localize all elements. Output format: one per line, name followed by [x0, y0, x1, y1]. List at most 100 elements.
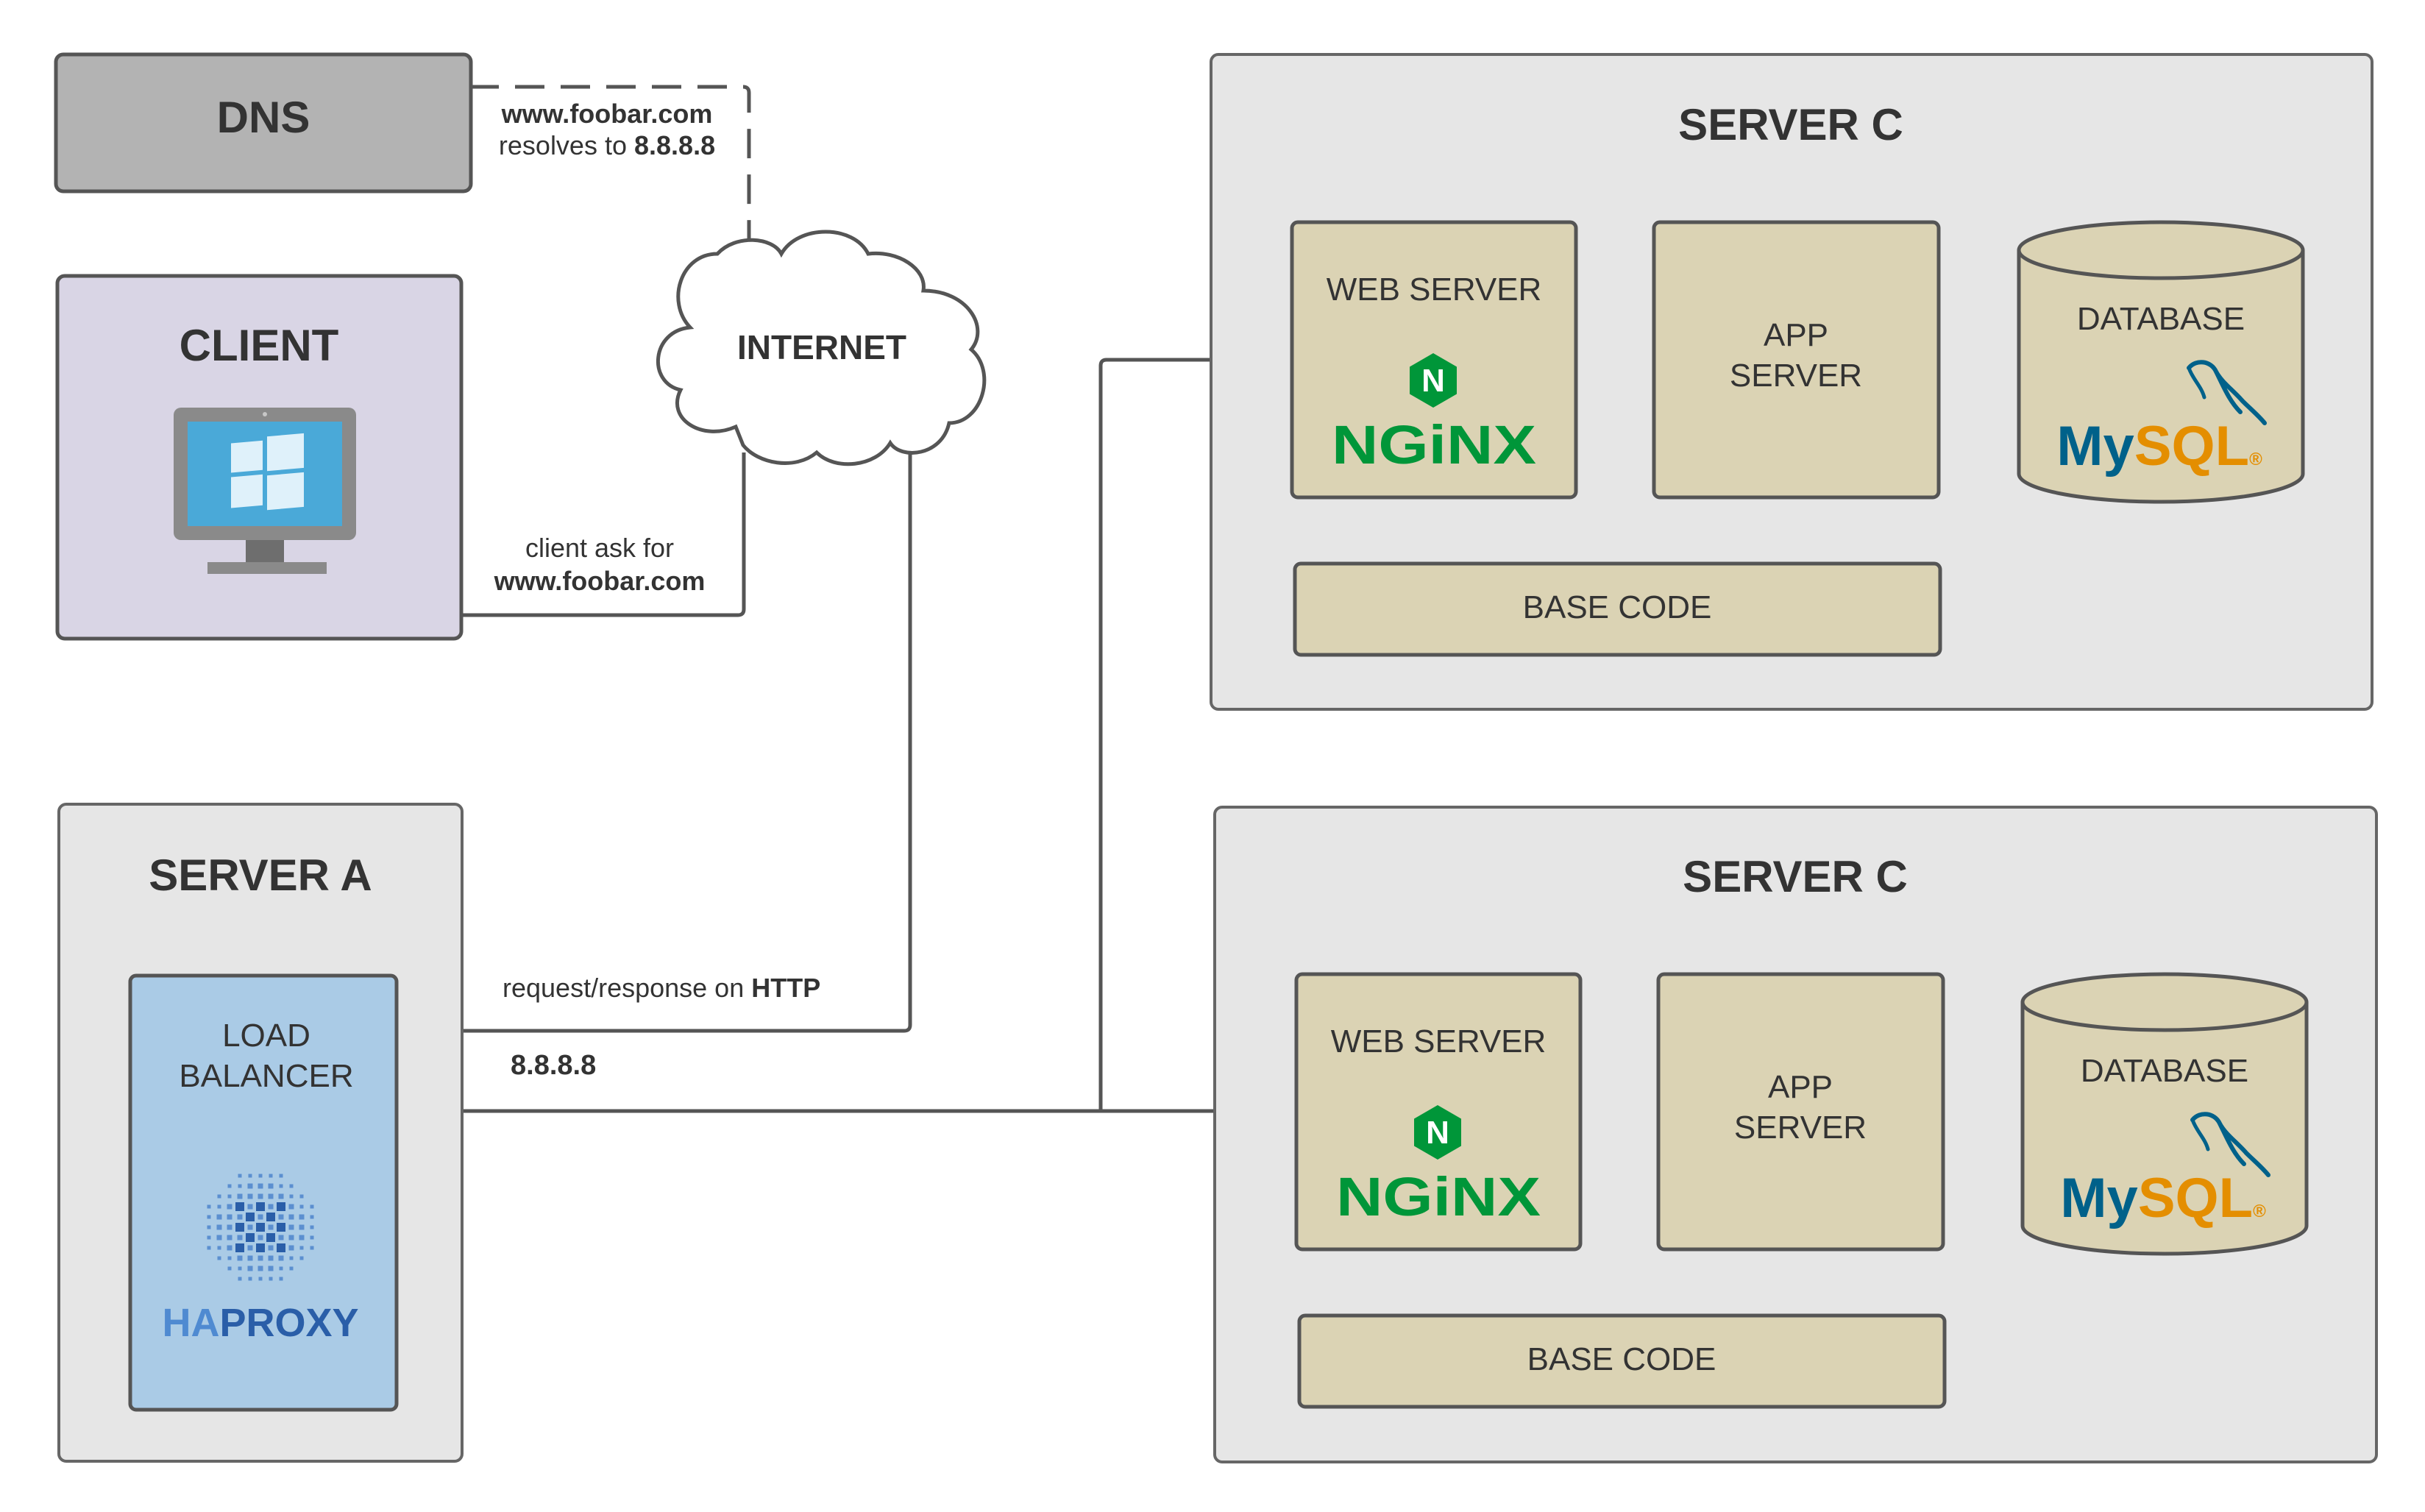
server-c-top[interactable]: SERVER C WEB SERVER N NGiNX APP SERVER D… [1210, 53, 2373, 711]
haproxy-grid-cell [277, 1223, 285, 1232]
haproxy-grid-cell [216, 1214, 222, 1220]
haproxy-grid-cell [289, 1266, 294, 1271]
haproxy-grid-cell [269, 1277, 273, 1281]
haproxy-grid-cell [247, 1204, 253, 1210]
haproxy-grid-cell [279, 1266, 283, 1271]
haproxy-grid-cell [258, 1266, 263, 1271]
haproxy-grid-cell [207, 1204, 211, 1209]
top-web-server[interactable]: WEB SERVER N NGiNX [1290, 220, 1578, 500]
client-node[interactable]: CLIENT [55, 274, 464, 641]
dns-node[interactable]: DNS [54, 52, 473, 194]
haproxy-grid-cell [237, 1255, 243, 1261]
haproxy-grid-cell [216, 1224, 222, 1230]
haproxy-grid-cell [258, 1235, 263, 1241]
top-database-label: DATABASE [2077, 301, 2245, 337]
haproxy-grid-cell [256, 1202, 265, 1211]
client-note: client ask for www.foobar.com [494, 533, 706, 596]
top-app-server[interactable]: APP SERVER [1652, 220, 1941, 500]
haproxy-grid-cell [256, 1243, 265, 1252]
dns-note-resolves: resolves to 8.8.8.8 [499, 130, 715, 160]
haproxy-grid-cell [237, 1214, 243, 1220]
haproxy-grid-cell [266, 1213, 275, 1221]
haproxy-grid-cell [310, 1246, 314, 1250]
haproxy-grid-cell [256, 1223, 265, 1232]
haproxy-grid-cell [288, 1204, 294, 1210]
haproxy-grid-cell [299, 1214, 305, 1220]
haproxy-grid-cell [299, 1224, 305, 1230]
haproxy-grid-cell [279, 1184, 283, 1188]
bottom-base-code[interactable]: BASE CODE [1297, 1313, 1947, 1409]
haproxy-grid-cell [268, 1245, 274, 1251]
haproxy-grid-cell [258, 1255, 263, 1261]
haproxy-grid-cell [235, 1202, 244, 1211]
client-note-line1: client ask for [525, 533, 674, 563]
bottom-web-server[interactable]: WEB SERVER N NGiNX [1294, 972, 1583, 1252]
haproxy-grid-cell [258, 1277, 263, 1281]
haproxy-grid-cell [207, 1225, 211, 1229]
haproxy-grid-cell [288, 1224, 294, 1230]
mysql-logo-text: MySQL® [2056, 415, 2262, 478]
haproxy-grid-cell [247, 1266, 253, 1271]
top-database[interactable]: DATABASE MySQL® [2017, 220, 2305, 504]
top-web-server-label: WEB SERVER [1327, 271, 1542, 308]
haproxy-grid-cell [266, 1233, 275, 1242]
haproxy-grid-cell [277, 1243, 285, 1252]
haproxy-grid-cell [235, 1243, 244, 1252]
haproxy-grid-cell [269, 1174, 273, 1178]
haproxy-grid-cell [207, 1246, 211, 1250]
haproxy-grid-cell [278, 1255, 284, 1261]
svg-text:N: N [1426, 1115, 1449, 1151]
branch-to-top-server-link [1098, 358, 1292, 1111]
load-balancer[interactable]: LOAD BALANCER HAPROXY [128, 973, 399, 1412]
haproxy-grid-cell [258, 1174, 263, 1178]
nginx-logo-icon: N NGiNX [1336, 1105, 1541, 1227]
haproxy-grid-cell [310, 1204, 314, 1209]
haproxy-grid-cell [238, 1277, 242, 1281]
haproxy-grid-cell [268, 1224, 274, 1230]
top-app-server-line2: SERVER [1730, 358, 1862, 394]
top-base-code-label: BASE CODE [1523, 589, 1712, 625]
bottom-base-code-label: BASE CODE [1527, 1341, 1716, 1377]
haproxy-grid-cell [238, 1184, 242, 1188]
dns-note-domain: www.foobar.com [501, 99, 713, 129]
haproxy-grid-cell [217, 1256, 221, 1260]
top-base-code[interactable]: BASE CODE [1293, 561, 1942, 657]
haproxy-grid-cell [227, 1245, 232, 1251]
server-a[interactable]: SERVER A LOAD BALANCER HAPROXY [57, 803, 464, 1463]
dns-note: www.foobar.com resolves to 8.8.8.8 [499, 99, 715, 160]
haproxy-grid-cell [248, 1174, 252, 1178]
client-to-internet-link [461, 452, 746, 617]
cloud-icon [656, 230, 987, 466]
nginx-logo-icon: N NGiNX [1332, 353, 1536, 475]
nginx-logo-text: NGiNX [1332, 414, 1536, 475]
haproxy-grid-cell [238, 1266, 242, 1271]
haproxy-grid-cell [207, 1235, 211, 1240]
haproxy-grid-cell [258, 1183, 263, 1189]
haproxy-grid-cell [227, 1194, 232, 1199]
haproxy-grid-cell [227, 1266, 232, 1271]
internet-label: INTERNET [737, 328, 906, 366]
haproxy-grid-cell [258, 1193, 263, 1199]
haproxy-grid-cell [227, 1184, 232, 1188]
haproxy-grid-cell [278, 1193, 284, 1199]
haproxy-grid-cell [268, 1266, 274, 1271]
mysql-logo-icon: MySQL® [2056, 360, 2267, 478]
bottom-database[interactable]: DATABASE MySQL® [2020, 972, 2309, 1256]
bottom-app-server[interactable]: APP SERVER [1656, 972, 1945, 1252]
haproxy-grid-cell [278, 1235, 284, 1241]
http-note-text: request/response on HTTP [503, 973, 820, 1003]
haproxy-grid-icon [207, 1174, 314, 1281]
load-balancer-line2: BALANCER [179, 1058, 353, 1094]
haproxy-grid-cell [235, 1223, 244, 1232]
haproxy-grid-cell [299, 1204, 304, 1209]
haproxy-grid-cell [247, 1245, 253, 1251]
haproxy-grid-cell [216, 1235, 222, 1241]
haproxy-grid-cell [247, 1224, 253, 1230]
bottom-database-label: DATABASE [2081, 1053, 2248, 1089]
haproxy-grid-cell [288, 1214, 294, 1220]
client-note-line2: www.foobar.com [494, 566, 706, 596]
top-app-server-line1: APP [1764, 317, 1828, 353]
server-c-bottom[interactable]: SERVER C WEB SERVER N NGiNX APP SERVER D… [1213, 806, 2378, 1463]
haproxy-grid-cell [310, 1215, 314, 1219]
internet-cloud[interactable]: INTERNET [656, 230, 987, 466]
